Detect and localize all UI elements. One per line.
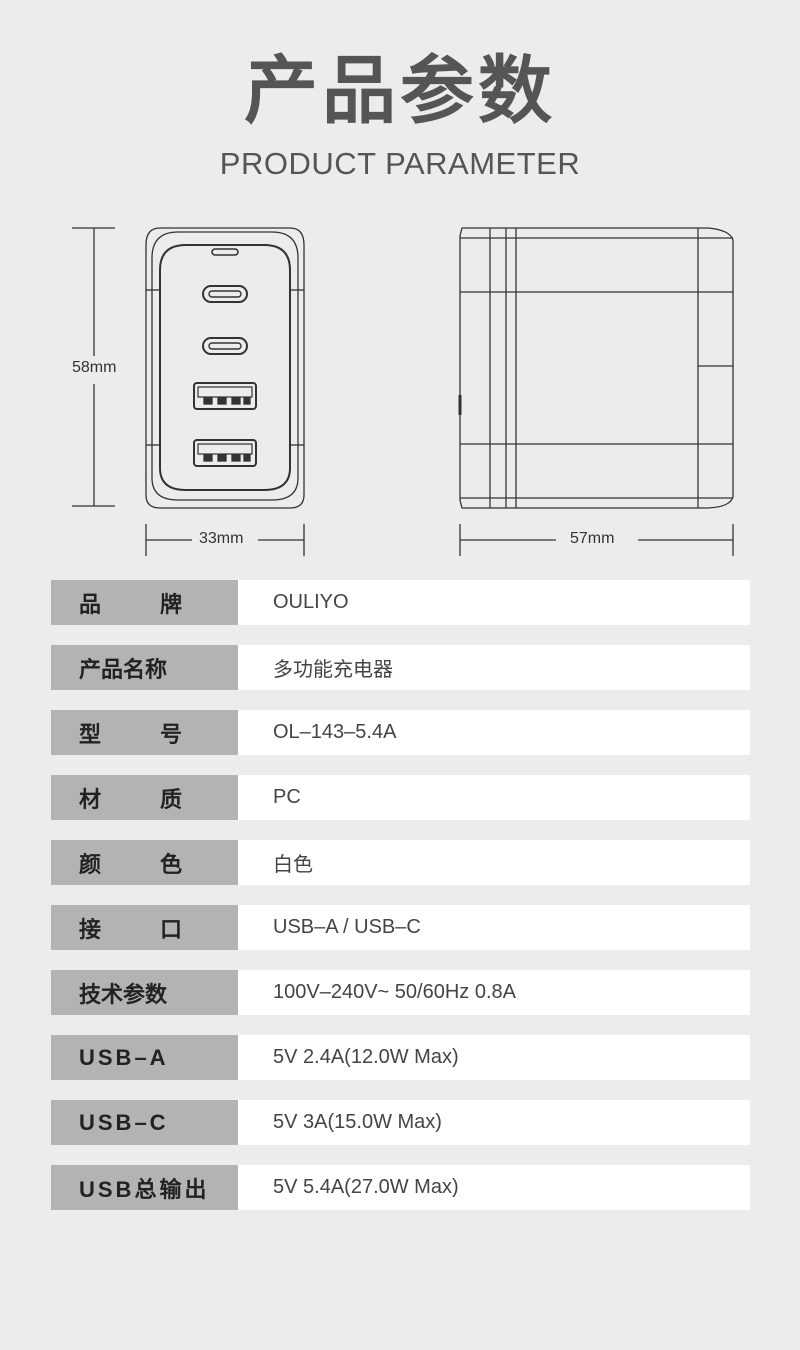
param-label: 技术参数 [51, 970, 238, 1015]
param-row-material: 材 质 PC [51, 775, 750, 820]
param-label: 品 牌 [51, 580, 238, 625]
param-row-technical: 技术参数 100V–240V~ 50/60Hz 0.8A [51, 970, 750, 1015]
param-value: 多功能充电器 [238, 645, 750, 690]
param-value: 5V 2.4A(12.0W Max) [238, 1035, 750, 1080]
param-label: USB–C [51, 1100, 238, 1145]
param-label: 颜 色 [51, 840, 238, 885]
param-value: 5V 5.4A(27.0W Max) [238, 1165, 750, 1210]
param-value: PC [238, 775, 750, 820]
page-subtitle: PRODUCT PARAMETER [219, 146, 581, 181]
usb-a-port-icon [193, 382, 257, 410]
param-value: 白色 [238, 840, 750, 885]
dim-width-label: 33mm [193, 530, 250, 548]
param-label: 材 质 [51, 775, 238, 820]
param-value: USB–A / USB–C [238, 905, 750, 950]
param-row-usb-c: USB–C 5V 3A(15.0W Max) [51, 1100, 750, 1145]
param-label: USB–A [51, 1035, 238, 1080]
param-row-product-name: 产品名称 多功能充电器 [51, 645, 750, 690]
param-row-interface: 接 口 USB–A / USB–C [51, 905, 750, 950]
param-label: USB总输出 [51, 1165, 238, 1210]
param-row-usb-total: USB总输出 5V 5.4A(27.0W Max) [51, 1165, 750, 1210]
param-value: OL–143–5.4A [238, 710, 750, 755]
charger-line-drawing [72, 227, 734, 556]
usb-a-port-icon [193, 439, 257, 467]
side-view [458, 227, 734, 509]
usb-c-port-icon [202, 285, 248, 303]
param-value: 100V–240V~ 50/60Hz 0.8A [238, 970, 750, 1015]
dim-depth-label: 57mm [564, 530, 621, 548]
page-title: 产品参数 [244, 48, 556, 134]
usb-c-port-icon [202, 337, 248, 355]
param-row-usb-a: USB–A 5V 2.4A(12.0W Max) [51, 1035, 750, 1080]
param-value: 5V 3A(15.0W Max) [238, 1100, 750, 1145]
param-label: 产品名称 [51, 645, 238, 690]
front-view [145, 227, 305, 509]
param-row-color: 颜 色 白色 [51, 840, 750, 885]
param-label: 接 口 [51, 905, 238, 950]
parameter-table: 品 牌 OULIYO 产品名称 多功能充电器 型 号 OL–143–5.4A 材… [51, 580, 750, 1230]
param-row-brand: 品 牌 OULIYO [51, 580, 750, 625]
param-label: 型 号 [51, 710, 238, 755]
param-row-model: 型 号 OL–143–5.4A [51, 710, 750, 755]
dim-height-label: 58mm [66, 359, 123, 377]
param-value: OULIYO [238, 580, 750, 625]
product-drawing: 58mm 33mm 57mm [0, 210, 800, 570]
